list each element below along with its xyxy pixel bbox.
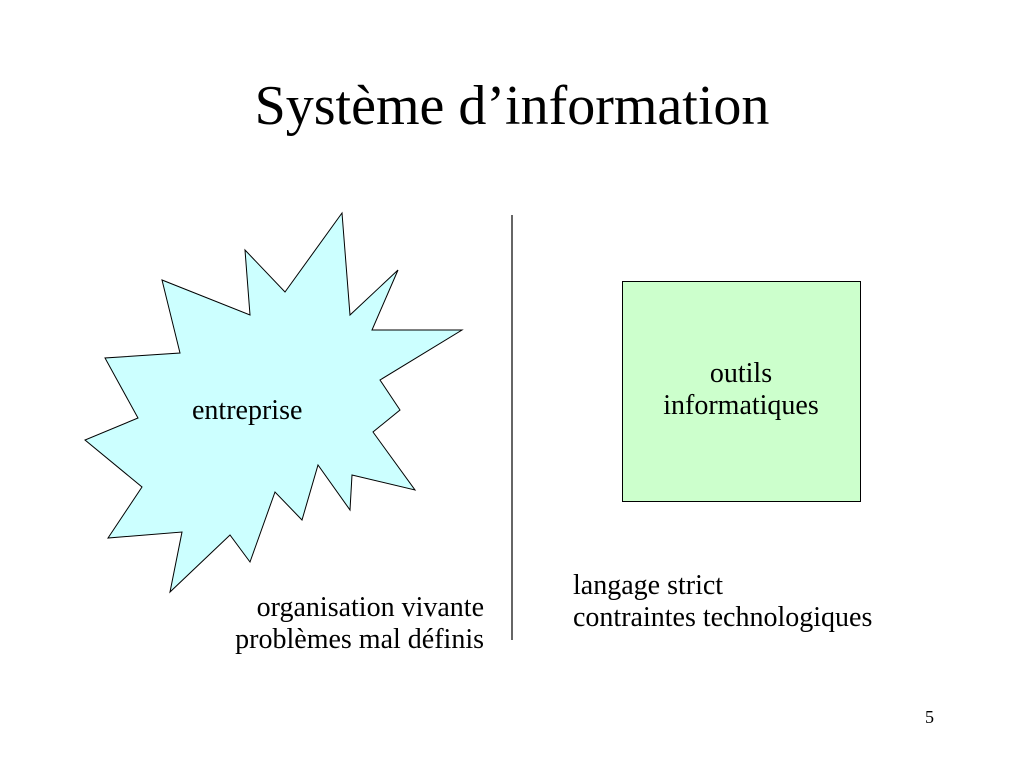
- outils-informatiques-label: outils informatiques: [622, 358, 860, 422]
- box-label-line-1: outils: [709, 358, 773, 389]
- left-caption-line-1: organisation vivante: [256, 592, 484, 623]
- slide-title: Système d’information: [254, 75, 770, 137]
- entreprise-starburst: [84, 211, 464, 594]
- box-label-line-2: informatiques: [663, 390, 819, 422]
- outils-informatiques-box: [622, 281, 861, 502]
- slide-number: 5: [925, 707, 934, 727]
- entreprise-label: entreprise: [192, 395, 303, 426]
- right-caption-line-1: langage strict: [573, 570, 724, 601]
- right-caption: langage strict contraintes technologique…: [573, 570, 872, 634]
- left-caption-line-2: problèmes mal définis: [235, 624, 484, 656]
- left-caption: organisation vivante problèmes mal défin…: [235, 592, 484, 656]
- right-caption-line-2: contraintes technologiques: [573, 602, 873, 634]
